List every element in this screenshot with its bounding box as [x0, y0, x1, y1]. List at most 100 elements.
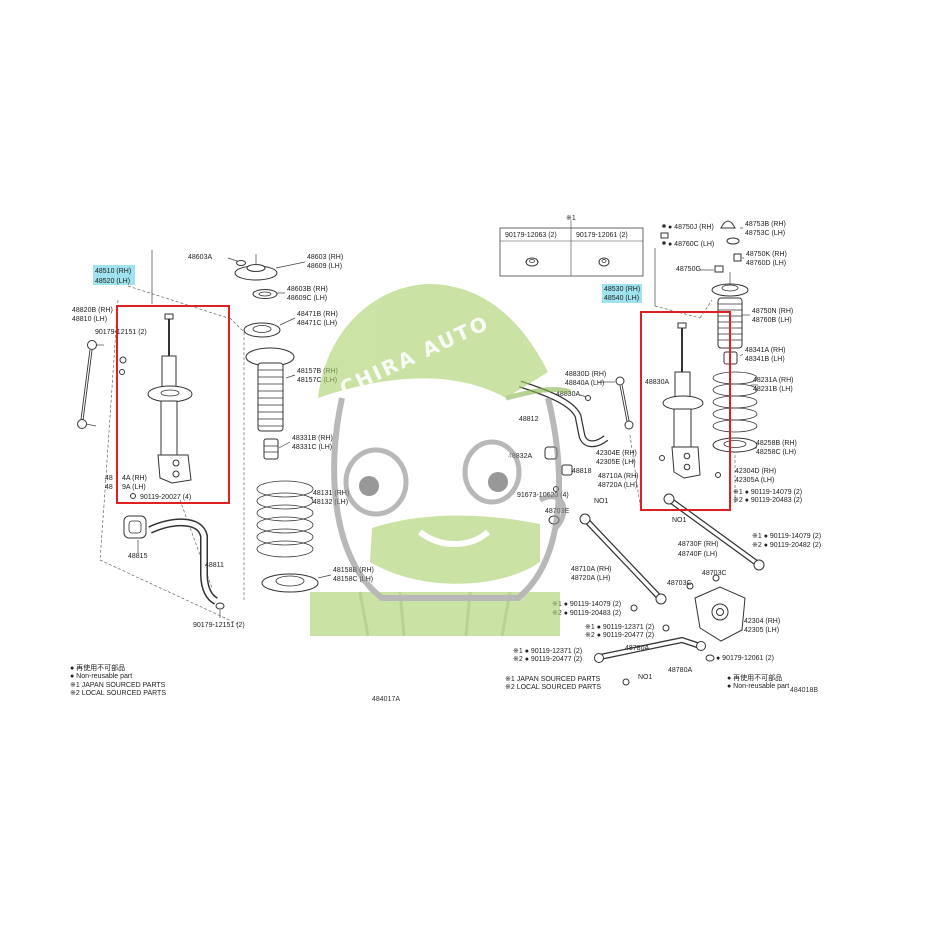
- front-lower-insulator-lh-label: 48158C (LH): [333, 576, 373, 583]
- rear-cap-lh-label: 48753C (LH): [745, 230, 785, 237]
- spring-coil: [256, 480, 314, 498]
- rear-lower-seat-lh-label: 48258C (LH): [756, 449, 796, 456]
- non-reusable-dot: [662, 224, 666, 228]
- spring-coil: [712, 395, 758, 409]
- knuckle-bolt-icon: [715, 472, 721, 478]
- spring-coil: [712, 407, 758, 421]
- upper-spring-seat: [243, 322, 281, 338]
- non-reusable-dot: [662, 241, 666, 245]
- front-lower-insulator: [261, 573, 319, 593]
- rear-knuckle-rh-label: 42304 (RH): [744, 618, 780, 625]
- rear-note1: ※1 JAPAN SOURCED PARTS: [505, 676, 601, 683]
- mascot-ear: [538, 494, 567, 530]
- spring-coil: [256, 528, 314, 546]
- rear-strut-spring-seat: [662, 395, 704, 411]
- bar-link-nut-icon: [215, 602, 225, 610]
- mascot-face-outline: [331, 397, 563, 601]
- rear-bracket-e-rh-label: 42304E (RH): [596, 450, 637, 457]
- support-bearing-inner: [258, 291, 272, 297]
- rear-spring-lh-label: 48231B (LH): [753, 386, 793, 393]
- rear-support-lh-label: 48760B (LH): [752, 317, 792, 324]
- nut-icon-hole: [601, 259, 607, 263]
- bracket-bolt-hole: [683, 463, 691, 471]
- link-nut-icon: [119, 356, 127, 364]
- front-bracket-rh-label-prefix: 48: [105, 475, 113, 482]
- strut-lower-tube: [160, 400, 178, 458]
- bump-stopper-body: [263, 438, 279, 460]
- spring-coil: [256, 516, 314, 534]
- front-boot-rh-label: 48157B (RH): [297, 368, 338, 375]
- link-ball-joint-lower: [77, 419, 87, 429]
- front-suspension-drawing: [77, 250, 332, 625]
- rear-spring-rh-label: 48231A (RH): [753, 377, 793, 384]
- rear-strut-rh-label: 48530 (RH): [604, 286, 640, 293]
- rear-stabilizer-bracket: [561, 464, 573, 476]
- rear-cam-c-1-label: 48703C: [702, 570, 727, 577]
- bracket-bolt-hole: [172, 459, 180, 467]
- rear-cap-rh-label: 48753B (RH): [745, 221, 786, 228]
- front-link-lh-label: 48810 (LH): [72, 316, 107, 323]
- toe-arm-nut-icon: [622, 678, 630, 686]
- rear-note-mark: ※1: [566, 215, 576, 222]
- front-support-rh-label: 48603 (RH): [307, 254, 343, 261]
- rear-arm-bushing: [753, 559, 765, 571]
- toe-arm-bushing: [696, 641, 706, 651]
- rear-lower-seat-inner: [723, 440, 747, 448]
- front-coil-spring: [256, 480, 314, 558]
- nut-icon: [525, 257, 539, 267]
- cam-c-icon: [686, 582, 694, 590]
- mascot-cap-brim: [505, 387, 571, 401]
- rear-arm-rear-rh-label: 48730F (RH): [678, 541, 718, 548]
- toe-arm-fill: [599, 638, 701, 659]
- cam-c-icon: [712, 574, 720, 582]
- nut-icon: [598, 257, 610, 267]
- rear-bolt-set-2a: ※1 ● 90119-14079 (2): [752, 533, 821, 540]
- rear-bolt-set-1b: ※2 ● 90119-20483 (2): [733, 497, 802, 504]
- rear-nut-g-label: 48750G: [676, 266, 701, 273]
- mascot-left-pupil: [359, 476, 379, 496]
- spring-coil: [712, 383, 758, 397]
- rear-strut-highlight-frame: [640, 311, 731, 511]
- leader-line: [310, 496, 314, 499]
- front-legend-note2: ※2 LOCAL SOURCED PARTS: [70, 690, 166, 697]
- rear-strut-lower-tube: [673, 408, 692, 450]
- toe-arm-bushing: [594, 653, 604, 663]
- bump-stopper-ridges: [264, 445, 278, 453]
- rear-arm-upper-rh-label: 48710A (RH): [598, 473, 638, 480]
- front-link-rh-label: 48820B (RH): [72, 307, 113, 314]
- upper-spring-seat-inner: [252, 325, 272, 333]
- front-strut-lh-label: 48520 (LH): [95, 278, 130, 285]
- rear-bracket-e-lh-label: 42305E (LH): [596, 459, 636, 466]
- front-lower-insulator-rh-label: 48158B (RH): [333, 567, 374, 574]
- rear-washer-lh-label: 48760D (LH): [746, 260, 786, 267]
- rear-lower-seat-rh-label: 48258B (RH): [756, 440, 797, 447]
- rear-legend-jp: ● 再使用不可部品: [727, 673, 782, 682]
- spring-coil: [256, 540, 314, 558]
- rear-strut-top-nut: [677, 322, 687, 329]
- rear-lower-seat: [712, 437, 758, 453]
- rear-guide-line: [654, 305, 701, 319]
- lower-arm-fill: [584, 518, 662, 600]
- suspension-support-top: [246, 264, 266, 272]
- rear-arm-upper-lh-label: 48720A (LH): [598, 482, 637, 489]
- front-upper-mount-stack: [234, 254, 281, 338]
- strut-spring-seat: [147, 385, 193, 403]
- front-stabilizer-link: [77, 340, 125, 429]
- nut-reference-box: [499, 220, 644, 277]
- rear-link-ball-lower: [624, 420, 634, 430]
- rear-upper-mount-stack: [660, 220, 749, 297]
- leader-line: [317, 574, 332, 579]
- front-support-lh-label: 48609 (LH): [307, 263, 342, 270]
- front-upper-seat-lh-label: 48471C (LH): [297, 320, 337, 327]
- lower-insulator-inner: [275, 575, 305, 587]
- rear-link-rh-label: 48830D (RH): [565, 371, 606, 378]
- mascot-right-eye: [462, 439, 522, 505]
- rear-washer-rh-label: 48750K (RH): [746, 251, 787, 258]
- rear-knuckle-d-rh-label: 42304D (RH): [735, 468, 776, 475]
- front-strut-highlight-frame: [116, 305, 230, 504]
- rear-bolt-set-3b: ※2 ● 90119-20483 (2): [552, 610, 621, 617]
- spring-coil: [712, 371, 758, 385]
- watermark-mascot: [310, 284, 571, 637]
- rear-toe-arm-1-label: 48780A: [625, 645, 649, 652]
